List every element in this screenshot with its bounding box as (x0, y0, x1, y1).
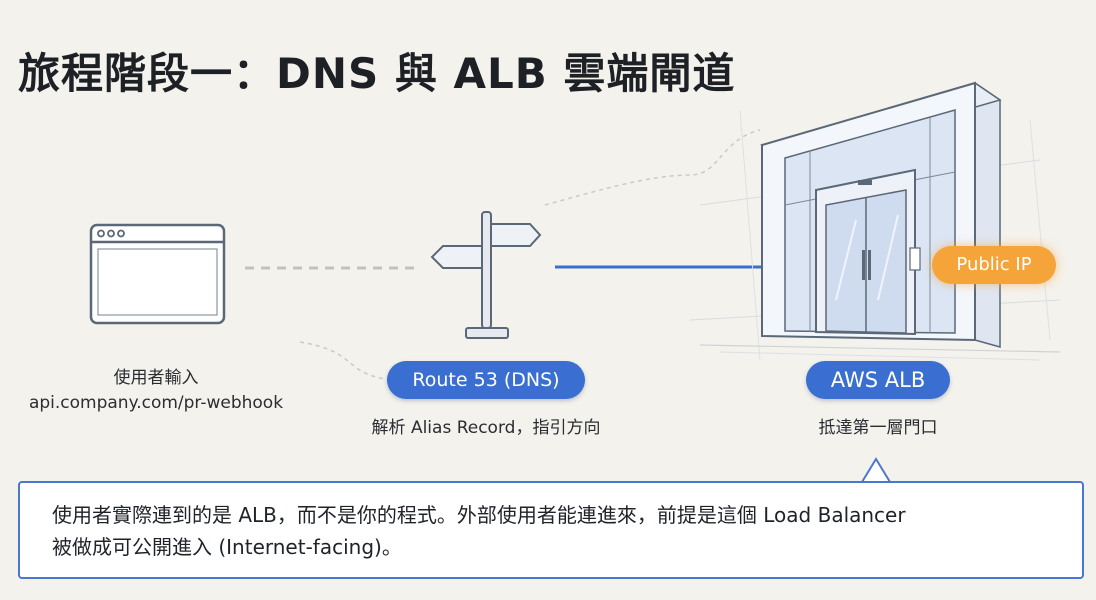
page-title: 旅程階段一：DNS 與 ALB 雲端閘道 (18, 49, 736, 98)
callout-pointer (861, 457, 891, 483)
alb-badge: AWS ALB (806, 361, 950, 399)
route53-badge: Route 53 (DNS) (387, 361, 585, 399)
explanation-callout: 使用者實際連到的是 ALB，而不是你的程式。外部使用者能連進來，前提是這個 Lo… (18, 481, 1084, 579)
callout-line-1: 使用者實際連到的是 ALB，而不是你的程式。外部使用者能連進來，前提是這個 Lo… (52, 503, 906, 527)
route53-caption: 解析 Alias Record，指引方向 (371, 418, 601, 438)
browser-window-icon (89, 223, 226, 325)
signpost-icon (430, 211, 542, 339)
dashed-guide-top (544, 129, 761, 206)
alb-caption: 抵達第一層門口 (818, 418, 938, 438)
user-url-text: api.company.com/pr-webhook (28, 393, 284, 413)
public-ip-tag: Public IP (932, 246, 1056, 284)
dashed-guide-left (299, 341, 391, 381)
callout-line-2: 被做成可公開進入 (Internet-facing)。 (52, 535, 402, 559)
user-input-caption: 使用者輸入 (113, 368, 199, 388)
alb-gateway-building-icon (689, 81, 1061, 361)
